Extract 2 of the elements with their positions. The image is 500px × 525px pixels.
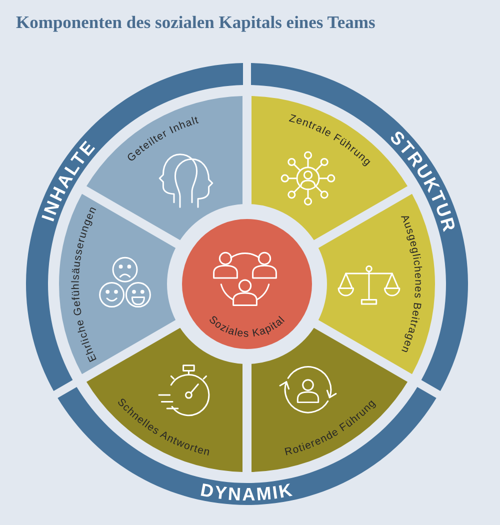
diagram-title: Komponenten des sozialen Kapitals eines Teams <box>16 12 376 33</box>
ring-label: DYNAMIK <box>198 480 296 505</box>
